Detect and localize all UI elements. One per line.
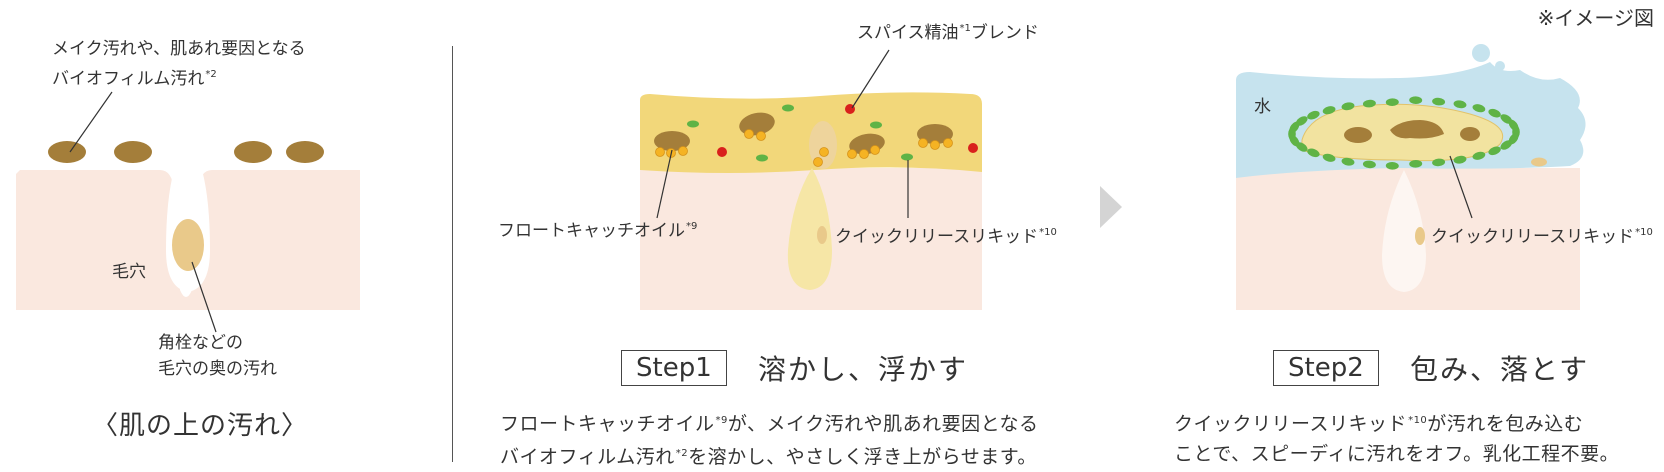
green-droplet (1307, 110, 1320, 120)
water-label: 水 (1254, 97, 1271, 117)
pore-label: 毛穴 (112, 262, 146, 282)
step1-description: フロートキャッチオイル*9が、メイク汚れや肌あれ要因となる バイオフィルム汚れ*… (500, 406, 1039, 472)
green-droplet (1385, 161, 1399, 170)
pore-empty (1382, 170, 1426, 292)
green-droplet (1409, 159, 1423, 168)
dirt-blob (286, 141, 324, 163)
green-droplet (1508, 119, 1519, 131)
step1-badge: Step1 (621, 350, 727, 386)
dirt-blob (48, 141, 86, 163)
green-droplet (1409, 96, 1423, 105)
green-droplet (1488, 108, 1501, 118)
callout-line (191, 261, 217, 333)
arrow-right (1100, 186, 1122, 228)
panel-divider (452, 46, 453, 462)
green-droplet (1432, 97, 1446, 106)
yellow-droplets (655, 129, 953, 167)
green-droplet (1341, 102, 1355, 111)
step1-desc-line2: バイオフィルム汚れ*2を溶かし、やさしく浮き上がらせます。 (500, 446, 1037, 468)
green-droplet (1472, 151, 1486, 160)
spice-label: スパイス精油*1ブレンド (857, 23, 1039, 43)
image-note: ※イメージ図 (1537, 6, 1654, 30)
dirt-blob (1344, 127, 1372, 143)
green-droplet (1362, 99, 1376, 108)
green-droplet (1453, 155, 1467, 164)
green-droplet (1500, 140, 1513, 150)
panel1-callout-top: メイク汚れや、肌あれ要因となる バイオフィルム汚れ*2 (52, 36, 306, 92)
green-droplet (1307, 148, 1320, 158)
green-droplet (1472, 104, 1486, 113)
green-droplet (1488, 146, 1501, 156)
skin-block (16, 170, 360, 310)
panel1-callout-top-line2: バイオフィルム汚れ*2 (52, 69, 217, 89)
green-droplet (1322, 106, 1336, 115)
callout-line (1449, 155, 1473, 219)
green-droplets (687, 104, 913, 162)
sebum-floating (1531, 157, 1547, 167)
dirt-blob (234, 141, 272, 163)
step2-title: 包み、落とす (1410, 353, 1590, 386)
panel3-illustration (1236, 44, 1586, 310)
water-drop (1472, 44, 1490, 62)
callout-line (851, 49, 890, 109)
panel1-callout-bottom-line2: 毛穴の奥の汚れ (158, 359, 277, 379)
step2-badge: Step2 (1273, 350, 1379, 386)
float-catch-label: フロートキャッチオイル*9 (498, 221, 698, 241)
panel1-callout-top-line1: メイク汚れや、肌あれ要因となる (52, 39, 306, 59)
oil-in-pore (787, 168, 832, 290)
panel1-callout-bottom-line1: 角栓などの (158, 333, 243, 353)
green-droplet (1322, 153, 1336, 162)
dirt-blob (917, 124, 953, 144)
quick-release-label: クイックリリースリキッド*10 (835, 227, 1057, 247)
dirt-blob (1460, 127, 1480, 141)
red-droplets (717, 104, 978, 157)
callout-line (656, 149, 673, 219)
step1-title: 溶かし、浮かす (758, 353, 969, 386)
panel1-callout-bottom: 角栓などの 毛穴の奥の汚れ (158, 330, 277, 382)
green-droplet (1295, 116, 1308, 126)
panel1-skin-illustration (16, 91, 360, 333)
callout-line (69, 91, 113, 153)
dirt-blob (1390, 120, 1444, 139)
quick-release-label-2: クイックリリースリキッド*10 (1431, 227, 1653, 247)
pore-sebum (172, 219, 204, 271)
step2-description: クイックリリースリキッド*10が汚れを包み込む ことで、スピーディに汚れをオフ。… (1174, 406, 1619, 469)
green-droplet (1432, 158, 1446, 167)
panel2-illustration (640, 49, 982, 310)
sebum-small (817, 226, 827, 244)
dirt-blob (654, 131, 690, 151)
sebum-lifting (809, 121, 837, 169)
water-drop (1495, 61, 1505, 71)
green-droplet (1453, 100, 1467, 109)
step2-desc-line1: クイックリリースリキッド*10が汚れを包み込む (1174, 413, 1584, 435)
step1-desc-line1: フロートキャッチオイル*9が、メイク汚れや肌あれ要因となる (500, 413, 1039, 435)
panel1-caption: 〈肌の上の汚れ〉 (92, 411, 309, 441)
step2-desc-line2: ことで、スピーディに汚れをオフ。乳化工程不要。 (1174, 443, 1620, 465)
sebum-small (1415, 227, 1425, 245)
green-droplet (1341, 157, 1355, 166)
dirt-blob (114, 141, 152, 163)
green-droplet (1385, 98, 1399, 107)
green-droplet (1362, 160, 1376, 169)
green-droplets-ring (1288, 96, 1520, 170)
